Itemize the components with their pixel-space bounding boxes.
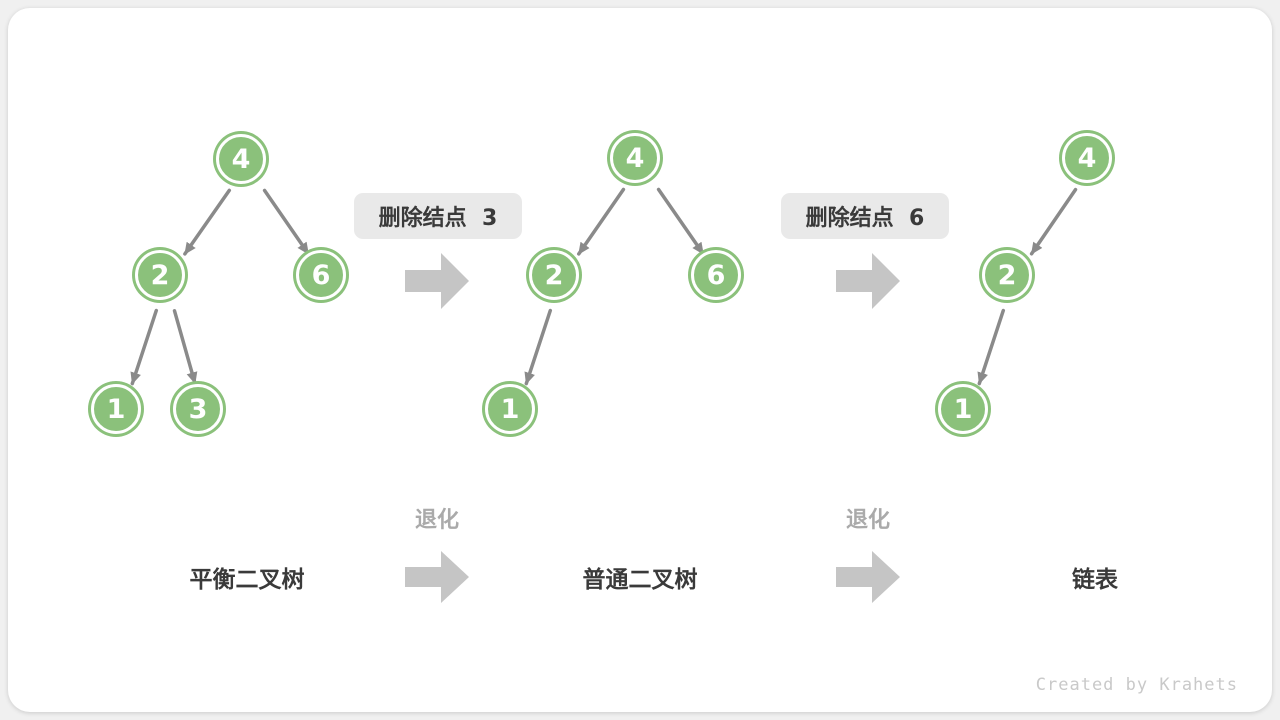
tree-node-6: 6 bbox=[296, 250, 346, 300]
tree-node-6: 6 bbox=[691, 250, 741, 300]
operation-label-delete-6: 删除结点 6 bbox=[781, 193, 949, 239]
tree-name-balanced-binary-tree: 平衡二叉树 bbox=[189, 567, 305, 593]
tree-name-linked-list: 链表 bbox=[1072, 567, 1118, 593]
block-arrow-right-icon bbox=[836, 253, 900, 309]
block-arrow-shape bbox=[405, 253, 469, 309]
degrade-label: 退化 bbox=[414, 508, 460, 533]
tree-node-1: 1 bbox=[91, 384, 141, 434]
block-arrow-right-icon bbox=[405, 551, 469, 603]
tree-node-4: 4 bbox=[216, 134, 266, 184]
block-arrow-shape bbox=[836, 253, 900, 309]
block-arrow-shape bbox=[836, 551, 900, 603]
diagram-card bbox=[8, 8, 1272, 712]
degrade-label: 退化 bbox=[845, 508, 891, 533]
operation-label-text: 删除结点 6 bbox=[805, 206, 925, 231]
block-arrow-right-icon bbox=[405, 253, 469, 309]
tree-node-3: 3 bbox=[173, 384, 223, 434]
block-arrow-shape bbox=[405, 551, 469, 603]
operation-label-delete-3: 删除结点 3 bbox=[354, 193, 522, 239]
tree-node-2: 2 bbox=[529, 250, 579, 300]
tree-node-1: 1 bbox=[485, 384, 535, 434]
tree-node-4: 4 bbox=[610, 133, 660, 183]
block-arrow-right-icon bbox=[836, 551, 900, 603]
watermark-credit: Created by Krahets bbox=[1035, 675, 1238, 695]
operation-label-text: 删除结点 3 bbox=[378, 206, 498, 231]
tree-name-ordinary-binary-tree: 普通二叉树 bbox=[582, 567, 698, 593]
tree-node-2: 2 bbox=[982, 250, 1032, 300]
tree-node-4: 4 bbox=[1062, 133, 1112, 183]
tree-node-2: 2 bbox=[135, 250, 185, 300]
tree-node-1: 1 bbox=[938, 384, 988, 434]
